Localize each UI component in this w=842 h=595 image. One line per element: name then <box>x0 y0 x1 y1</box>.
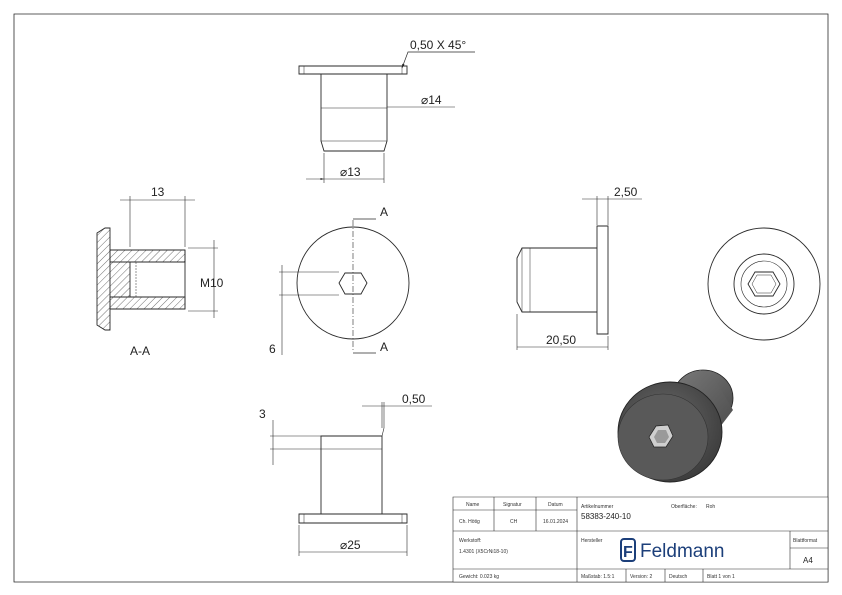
header-name: Name <box>466 502 480 508</box>
drawn-by-signature: CH <box>510 519 518 525</box>
title-block <box>453 497 828 582</box>
dim-length-13: 13 <box>151 185 165 199</box>
dim-total-length: 20,50 <box>546 333 576 347</box>
isometric-render <box>617 369 734 483</box>
sheet-format-label: Blattformat <box>793 538 818 544</box>
dim-diameter-14: ⌀14 <box>421 93 442 107</box>
weight: Gewicht: 0.023 kg <box>459 574 499 580</box>
drawn-by-name: Ch. Hötig <box>459 519 480 525</box>
dim-diameter-25: ⌀25 <box>340 538 361 552</box>
section-mark-top: A <box>380 205 388 219</box>
sheet-format-value: A4 <box>803 556 813 565</box>
dim-thread-m10: M10 <box>200 276 224 290</box>
material-value: 1.4301 (X5CrNi18-10) <box>459 549 508 555</box>
scale: Maßstab: 1.5:1 <box>581 574 615 580</box>
top-view <box>299 52 475 183</box>
article-number: 58383-240-10 <box>581 512 631 521</box>
header-datum: Datum <box>548 502 563 508</box>
material-label: Werkstoff: <box>459 538 481 544</box>
surface-label: Oberfläche: <box>671 504 697 510</box>
dim-offset-6: 6 <box>269 342 276 356</box>
section-view <box>97 196 218 330</box>
header-signatur: Signatur <box>503 502 522 508</box>
article-number-label: Artikelnummer <box>581 504 614 510</box>
side-view <box>517 196 642 350</box>
version: Version: 2 <box>630 574 652 580</box>
language: Deutsch <box>669 574 688 580</box>
sheet-number: Blatt 1 von 1 <box>707 574 735 580</box>
logo-letter: F <box>623 544 633 561</box>
dim-gap-050: 0,50 <box>402 392 426 406</box>
dim-length-3: 3 <box>259 407 266 421</box>
rear-view <box>708 228 820 340</box>
dim-head-thickness: 2,50 <box>614 185 638 199</box>
section-mark-bottom: A <box>380 340 388 354</box>
section-label: A-A <box>130 344 150 358</box>
front-view <box>279 219 409 355</box>
drawing-frame <box>14 14 828 582</box>
surface-value: Roh <box>706 504 715 510</box>
dim-chamfer: 0,50 X 45° <box>410 38 466 52</box>
feldmann-logo: F Feldmann <box>621 539 725 562</box>
manufacturer-label: Hersteller <box>581 538 603 544</box>
drawn-date: 16.01.2024 <box>543 519 568 525</box>
bottom-view <box>270 402 432 556</box>
logo-wordmark: Feldmann <box>640 541 725 562</box>
dim-diameter-13: ⌀13 <box>340 165 361 179</box>
